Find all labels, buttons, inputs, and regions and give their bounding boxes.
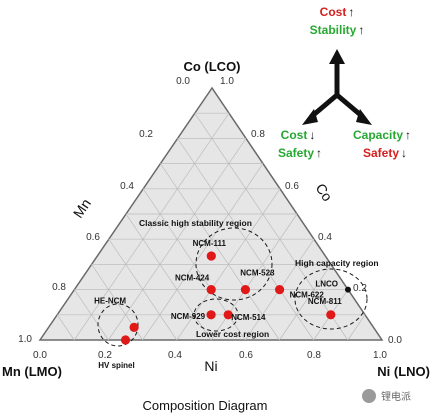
data-point-ncm-811 <box>326 310 336 320</box>
tick-right-2: 0.6 <box>285 181 299 192</box>
data-points <box>120 251 351 345</box>
data-point-ncm-424 <box>206 285 216 295</box>
tick-bottom-2: 0.4 <box>168 350 182 361</box>
point-label-ncm-929: NCM-929 <box>171 312 206 321</box>
point-label-ncm-811: NCM-811 <box>308 297 342 306</box>
grid-line <box>210 213 298 341</box>
legend-arrowhead-left <box>302 109 318 125</box>
grid-line <box>125 213 212 341</box>
grid-line <box>73 113 230 341</box>
tick-bottom-4: 0.8 <box>307 350 321 361</box>
legend-up-arrow-3: ↑ <box>316 146 322 160</box>
legend-capacity: Capacity <box>353 128 403 142</box>
point-label-he-ncm: HE-NCM <box>94 296 126 305</box>
point-label-hv-spinel: HV spinel <box>98 361 134 370</box>
legend-safety-right: Safety <box>363 146 399 160</box>
chart-caption: Composition Diagram <box>143 398 268 413</box>
legend-left-line1: Cost↓ <box>281 128 316 142</box>
region-label-high-capacity: High capacity region <box>295 258 379 268</box>
legend-safety-left: Safety <box>278 146 314 160</box>
legend-down-arrow-2: ↓ <box>401 146 407 160</box>
tick-right-3: 0.4 <box>318 232 332 243</box>
data-point-hv-spinel <box>120 335 131 345</box>
tick-left-5: 1.0 <box>18 334 32 345</box>
region-circle-low-cost <box>193 298 239 332</box>
legend-down-arrow-1: ↓ <box>309 128 315 142</box>
legend-arm-left <box>309 93 339 119</box>
tick-bottom-0: 0.0 <box>33 350 47 361</box>
legend-left-line2: Safety↑ <box>278 146 322 160</box>
axis-label-ni: Ni <box>204 358 217 374</box>
tick-left-3: 0.6 <box>86 232 100 243</box>
tick-right-0: 1.0 <box>220 76 234 87</box>
point-label-ncm-514: NCM-514 <box>231 313 266 322</box>
grid-line <box>160 163 280 341</box>
grid-line <box>347 314 366 341</box>
data-point-ncm-523 <box>240 285 250 295</box>
vertex-label-left: Mn (LMO) <box>2 364 62 379</box>
watermark-logo <box>362 389 376 403</box>
watermark-text: 锂电派 <box>381 390 411 403</box>
region-label-lower-cost: Lower cost region <box>196 329 269 339</box>
legend-up-arrow-1: ↑ <box>348 5 354 19</box>
legend-top-line1: Cost↑ <box>320 5 355 19</box>
data-point-ncm-111 <box>206 251 216 261</box>
grid-line <box>74 289 109 341</box>
legend-up-arrow-2: ↑ <box>358 23 364 37</box>
grid-line <box>194 113 349 341</box>
grid-line <box>279 264 332 341</box>
grid-line <box>56 314 75 341</box>
data-point-ncm-929 <box>206 310 216 320</box>
grid-line <box>108 239 178 341</box>
data-point-ncm-514 <box>223 310 233 320</box>
region-circle-classic <box>195 227 273 301</box>
data-point-ncm-622 <box>275 285 285 295</box>
tick-left-2: 0.4 <box>120 181 134 192</box>
legend-stability: Stability <box>310 23 357 37</box>
vertex-label-top: Co (LCO) <box>183 59 240 74</box>
data-point-he-ncm <box>129 322 139 332</box>
legend-tripod: Cost↑ Stability↑ Cost↓ Safety↑ Capacity↑… <box>278 5 411 160</box>
legend-up-arrow-4: ↑ <box>405 128 411 142</box>
tick-right-1: 0.8 <box>251 129 265 140</box>
axis-label-mn: Mn <box>70 196 94 221</box>
legend-right-line1: Capacity↑ <box>353 128 411 142</box>
region-circle-high-capacity <box>294 268 368 330</box>
tick-right-5: 0.0 <box>388 335 402 346</box>
legend-right-line2: Safety↓ <box>363 146 407 160</box>
tick-left-0: 0.0 <box>176 76 190 87</box>
tick-left-1: 0.2 <box>139 129 153 140</box>
data-point-lnco <box>345 286 351 293</box>
point-label-ncm-523: NCM-523 <box>240 269 275 278</box>
axis-label-co: Co <box>313 180 336 204</box>
tick-bottom-1: 0.2 <box>98 350 112 361</box>
legend-arm-right <box>335 93 365 119</box>
point-label-ncm-111: NCM-111 <box>193 239 227 248</box>
tick-bottom-3: 0.6 <box>239 350 253 361</box>
point-label-ncm-622: NCM-622 <box>290 291 325 300</box>
tick-right-4: 0.2 <box>353 283 367 294</box>
legend-top-line2: Stability↑ <box>310 23 365 37</box>
legend-arrowhead-up <box>329 49 345 64</box>
point-label-lnco: LNCO <box>315 280 338 289</box>
vertex-label-right: Ni (LNO) <box>377 364 430 379</box>
legend-cost-top: Cost <box>320 5 347 19</box>
grid-line <box>142 163 264 341</box>
tick-left-4: 0.8 <box>52 282 66 293</box>
region-outlines <box>97 227 368 347</box>
legend-cost-left: Cost <box>281 128 308 142</box>
tick-bottom-5: 1.0 <box>373 350 387 361</box>
legend-arrowhead-right <box>356 109 372 125</box>
point-label-ncm-424: NCM-424 <box>175 274 210 283</box>
region-label-classic: Classic high stability region <box>139 218 252 228</box>
